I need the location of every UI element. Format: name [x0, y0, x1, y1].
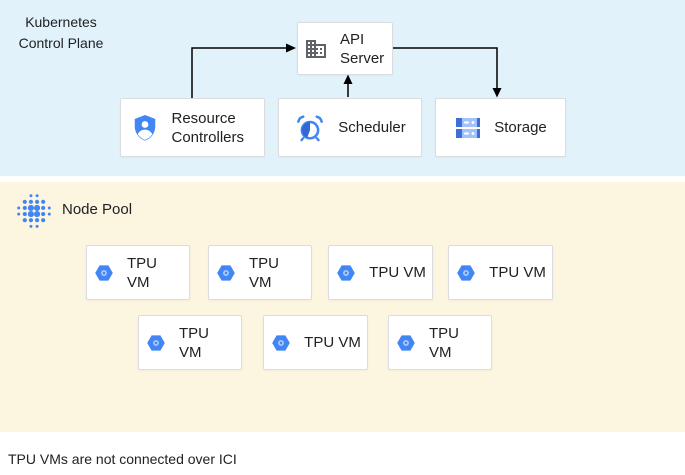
dot-cluster-icon — [13, 190, 55, 232]
api-server-label: API Server — [340, 30, 385, 67]
resource-controllers-label: Resource Controllers — [171, 109, 245, 146]
tpu-vm-label: TPU VM — [369, 264, 426, 281]
tpu-hexagon-icon — [145, 332, 167, 354]
server-stack-icon — [454, 115, 482, 141]
tpu-hexagon-icon — [455, 262, 477, 284]
storage-node: Storage — [435, 98, 566, 157]
tpu-vm-box: TPU VM — [328, 245, 433, 300]
tpu-vm-box: TPU VM — [448, 245, 553, 300]
diagram-caption: TPU VMs are not connected over ICI — [8, 451, 237, 467]
tpu-vm-box: TPU VM — [86, 245, 190, 300]
resource-controllers-node: Resource Controllers — [120, 98, 265, 157]
api-server-node: API Server — [297, 22, 393, 75]
tpu-hexagon-icon — [395, 332, 417, 354]
scheduler-node: Scheduler — [278, 98, 422, 157]
tpu-vm-box: TPU VM — [208, 245, 312, 300]
scheduler-label: Scheduler — [338, 119, 406, 136]
tpu-vm-label: TPU VM — [127, 254, 157, 291]
building-icon — [304, 37, 328, 61]
tpu-hexagon-icon — [270, 332, 292, 354]
tpu-vm-label: TPU VM — [304, 334, 361, 351]
tpu-hexagon-icon — [215, 262, 237, 284]
tpu-vm-box: TPU VM — [138, 315, 242, 370]
alarm-clock-icon — [294, 112, 326, 144]
control-plane-title: Kubernetes Control Plane — [18, 14, 104, 51]
shield-user-icon — [130, 113, 160, 143]
tpu-vm-label: TPU VM — [489, 264, 546, 281]
tpu-vm-label: TPU VM — [429, 324, 459, 361]
tpu-vm-label: TPU VM — [179, 324, 209, 361]
tpu-vm-box: TPU VM — [263, 315, 368, 370]
node-pool-label: Node Pool — [62, 201, 133, 218]
tpu-hexagon-icon — [93, 262, 115, 284]
tpu-vm-box: TPU VM — [388, 315, 492, 370]
tpu-hexagon-icon — [335, 262, 357, 284]
node-pool-section — [0, 182, 685, 432]
storage-label: Storage — [494, 119, 547, 136]
tpu-vm-label: TPU VM — [249, 254, 279, 291]
